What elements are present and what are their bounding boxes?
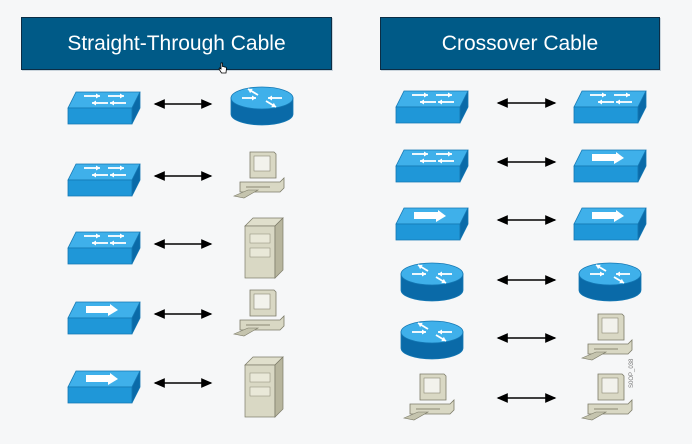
hand-cursor-icon xyxy=(218,62,227,74)
straight-row4-pc-icon xyxy=(232,289,285,337)
straight-row3-switch-icon xyxy=(67,231,141,265)
straight-row1-router-icon xyxy=(230,86,294,126)
crossover-row6-pc-icon xyxy=(580,373,633,421)
straight-row2-switch-icon xyxy=(67,163,141,197)
crossover-row5-router-icon xyxy=(400,320,464,360)
crossover-row1-switch-icon xyxy=(573,90,647,124)
crossover-row5-pc-icon xyxy=(580,313,633,361)
crossover-row2-hub-icon xyxy=(573,149,647,183)
straight-through-title: Straight-Through Cable xyxy=(67,31,286,55)
straight-row3-server-icon xyxy=(244,217,284,279)
crossover-header: Crossover Cable xyxy=(380,17,660,70)
straight-row5-hub-icon xyxy=(67,370,141,404)
straight-row2-pc-icon xyxy=(232,151,285,199)
straight-row5-server-icon xyxy=(244,356,284,418)
crossover-row2-switch-icon xyxy=(395,149,469,183)
crossover-row4-router-icon xyxy=(400,262,464,302)
straight-row4-hub-icon xyxy=(67,301,141,335)
crossover-title: Crossover Cable xyxy=(441,31,599,55)
figure-id: S0OP_038 xyxy=(629,358,635,388)
straight-row1-switch-icon xyxy=(67,91,141,125)
crossover-row1-switch-icon xyxy=(395,90,469,124)
crossover-row3-hub-icon xyxy=(573,207,647,241)
straight-through-header: Straight-Through Cable xyxy=(21,17,332,70)
crossover-row4-router-icon xyxy=(578,262,642,302)
crossover-row6-pc-icon xyxy=(402,373,455,421)
crossover-row3-hub-icon xyxy=(395,207,469,241)
